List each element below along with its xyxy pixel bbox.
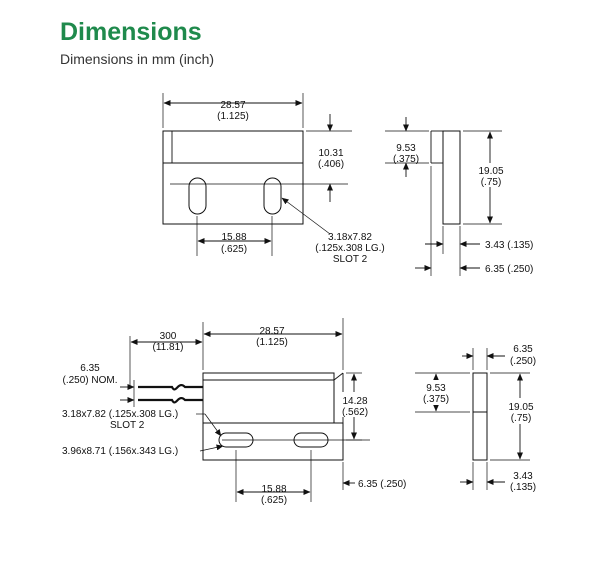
bottom-front-base-dim: 6.35 (.250)	[358, 479, 406, 490]
page-title: Dimensions	[60, 18, 202, 46]
top-front-width-mm: 28.57	[220, 100, 245, 111]
top-side-thickness-2: 6.35 (.250)	[485, 264, 533, 275]
bottom-side-upper-in: (.375)	[423, 394, 449, 405]
strip-width-mm: 6.35	[80, 363, 100, 374]
bottom-front-view: 300 (11.81) 28.57 (1.125) 6.35 (.250) NO…	[62, 318, 406, 506]
top-side-thickness-1: 3.43 (.135)	[485, 240, 533, 251]
strip-width-in: (.250) NOM.	[62, 375, 117, 386]
bottom-front-height-in: (.562)	[342, 407, 368, 418]
top-front-slot-label-1: 3.18x7.82	[328, 232, 372, 243]
bottom-front-slot-spacing-in: (.625)	[261, 495, 287, 506]
top-front-slot-spacing-in: (.625)	[221, 244, 247, 255]
top-front-height-in: (.406)	[318, 159, 344, 170]
bottom-front-body	[202, 372, 335, 424]
lead-length-in: (11.81)	[153, 342, 184, 353]
top-front-slot-label-3: SLOT 2	[333, 254, 368, 265]
lead-wire-1	[138, 384, 203, 391]
top-side-upper-mm: 9.53	[396, 143, 416, 154]
top-side-upper-in: (.375)	[393, 154, 419, 165]
bottom-front-slot-label-1: 3.18x7.82 (.125x.308 LG.)	[62, 409, 178, 420]
bottom-side-height-mm: 19.05	[508, 402, 533, 413]
bottom-front-slot-spacing-mm: 15.88	[261, 484, 286, 495]
bottom-front-width-in: (1.125)	[256, 337, 288, 348]
top-front-slot-spacing-mm: 15.88	[221, 232, 246, 243]
top-front-height-mm: 10.31	[318, 148, 343, 159]
bottom-front-slot-label-2: SLOT 2	[110, 420, 145, 431]
bottom-side-bottom-mm: 3.43	[513, 471, 533, 482]
top-front-slot-left	[188, 177, 207, 215]
lead-wire-2	[138, 397, 203, 404]
top-side-view: 9.53 (.375) 19.05 (.75) 3.43 (.135) 6.35…	[385, 117, 533, 276]
bottom-side-top-in: (.250)	[510, 356, 536, 367]
bottom-side-view: 6.35 (.250) 9.53 (.375) 19.05 (.75) 3.43…	[415, 344, 537, 493]
top-side-height-mm: 19.05	[478, 166, 503, 177]
bottom-side-body	[472, 372, 488, 413]
top-side-height-in: (.75)	[481, 177, 502, 188]
top-front-slot-label-2: (.125x.308 LG.)	[315, 243, 384, 254]
bottom-front-width-mm: 28.57	[259, 326, 284, 337]
bottom-side-height-in: (.75)	[511, 413, 532, 424]
bottom-side-bottom-in: (.135)	[510, 482, 536, 493]
bottom-side-top-mm: 6.35	[513, 344, 533, 355]
top-front-slot-right	[263, 177, 282, 215]
top-side-body	[442, 130, 461, 225]
page-subtitle: Dimensions in mm (inch)	[60, 51, 215, 67]
bottom-front-slot-label-3: 3.96x8.71 (.156x.343 LG.)	[62, 446, 178, 457]
top-front-width-in: (1.125)	[217, 111, 249, 122]
lead-length-mm: 300	[160, 331, 177, 342]
top-front-view: 28.57 (1.125) 10.31 (.406) 15.88 (.625) …	[162, 93, 385, 265]
bottom-side-upper-mm: 9.53	[426, 383, 446, 394]
bottom-front-height-mm: 14.28	[342, 396, 367, 407]
top-front-body	[162, 130, 304, 225]
